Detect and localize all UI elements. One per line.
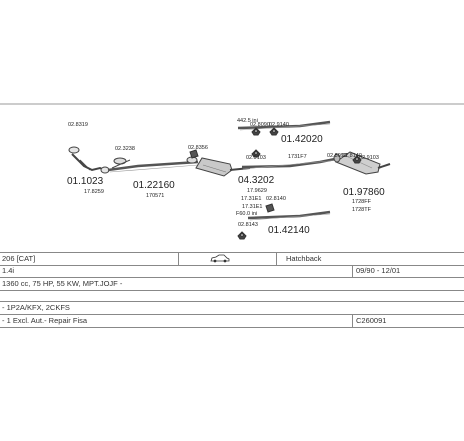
rubber-hanger-5 (237, 231, 247, 240)
column-divider (352, 315, 353, 327)
clamp-part (189, 149, 199, 159)
rubber-hanger-4 (352, 155, 362, 164)
dimension-label: F60.0 ini (236, 211, 257, 217)
engine-codes: - 1P2A/KFX, 2CKFS (2, 303, 70, 312)
part-label: 02.9140 (269, 122, 289, 128)
part-number: 01.97860 (343, 187, 385, 198)
engine-spec: 1360 cc, 75 HP, 55 KW, MPT.JOJF - (2, 279, 123, 288)
part-label: 02.3238 (115, 146, 135, 152)
part-label: 17.9629 (247, 188, 267, 194)
dimension-label: 442.5 ini (237, 118, 258, 124)
rubber-hanger-2 (269, 127, 279, 136)
column-divider (276, 253, 277, 265)
part-label: 1728TF (352, 207, 372, 213)
gasket-part (111, 157, 131, 169)
part-number: 01.42020 (281, 134, 323, 145)
part-label: 02.8140 (266, 196, 286, 202)
part-number: 01.22160 (133, 180, 175, 191)
body-type: Hatchback (286, 254, 322, 263)
rubber-hanger-1 (251, 127, 261, 136)
part-label: 02.9103 (246, 155, 266, 161)
intermediate-pipe (107, 160, 199, 173)
part-number: 01.1023 (67, 176, 104, 187)
part-label: 02.8319 (68, 122, 88, 128)
model-name: 206 [CAT] (2, 254, 36, 263)
part-number: 04.3202 (238, 175, 275, 186)
front-pipe (68, 146, 110, 174)
table-row-codes: - 1P2A/KFX, 2CKFS (0, 302, 464, 315)
engine-size: 1.4i (2, 266, 15, 275)
reference-code: C260091 (356, 316, 387, 325)
table-row-blank (0, 291, 464, 302)
part-label: 170571 (146, 193, 164, 199)
table-row-model: 206 [CAT] Hatchback (0, 252, 464, 266)
part-label: 02.8143 (238, 222, 258, 228)
part-label: 02.8090 (250, 122, 270, 128)
part-label: 17.8259 (84, 189, 104, 195)
part-label: 02.8140 (342, 153, 362, 159)
column-divider (352, 265, 353, 277)
part-label: 02.8356 (188, 145, 208, 151)
part-label: 17.31E1 (242, 204, 263, 210)
part-label: 1731F7 (288, 154, 307, 160)
part-label: 02.9103 (359, 155, 379, 161)
car-silhouette-icon (210, 254, 230, 263)
table-row-note: - 1 Excl. Aut.- Repair Fisa C260091 (0, 315, 464, 328)
part-number: 01.42140 (268, 225, 310, 236)
rubber-hanger-3 (251, 149, 261, 158)
tailpipe-lower (247, 210, 331, 221)
clamp-part-2 (265, 203, 275, 213)
part-label: 1728FF (352, 199, 372, 205)
part-label: 17.31E1 (241, 196, 262, 202)
fitment-note: - 1 Excl. Aut.- Repair Fisa (2, 316, 88, 325)
column-divider (178, 253, 179, 265)
centre-pipe (241, 156, 341, 170)
part-label: 02.8093 (327, 153, 347, 159)
production-years: 09/90 - 12/01 (356, 266, 401, 275)
catalytic-converter (186, 156, 251, 177)
table-row-engine: 1.4i 09/90 - 12/01 (0, 265, 464, 278)
table-row-spec: 1360 cc, 75 HP, 55 KW, MPT.JOJF - (0, 278, 464, 291)
